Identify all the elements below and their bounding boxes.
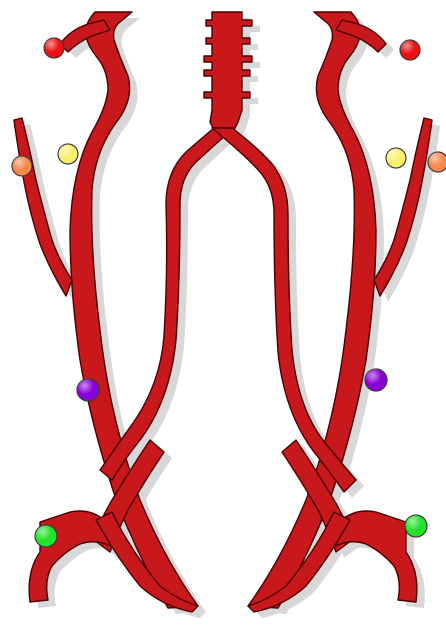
marker-orange-left [12,156,32,176]
marker-yellow-left [58,144,78,164]
marker-purple-right [365,369,387,391]
marker-orange-right [428,152,446,172]
marker-yellow-right [386,148,406,168]
marker-red-left-shine [44,38,64,58]
marker-green-left-shine [35,525,57,547]
marker-green-right-shine [405,515,427,537]
marker-orange-left-shine [12,156,32,176]
vessels [14,12,432,612]
marker-green-left [35,525,57,547]
marker-yellow-left-shine [58,144,78,164]
marker-red-right [400,40,420,60]
marker-green-right [405,515,427,537]
marker-purple-left-shine [77,379,99,401]
marker-red-left [44,38,64,58]
marker-purple-right-shine [365,369,387,391]
marker-purple-left [77,379,99,401]
marker-red-right-shine [400,40,420,60]
marker-yellow-right-shine [386,148,406,168]
